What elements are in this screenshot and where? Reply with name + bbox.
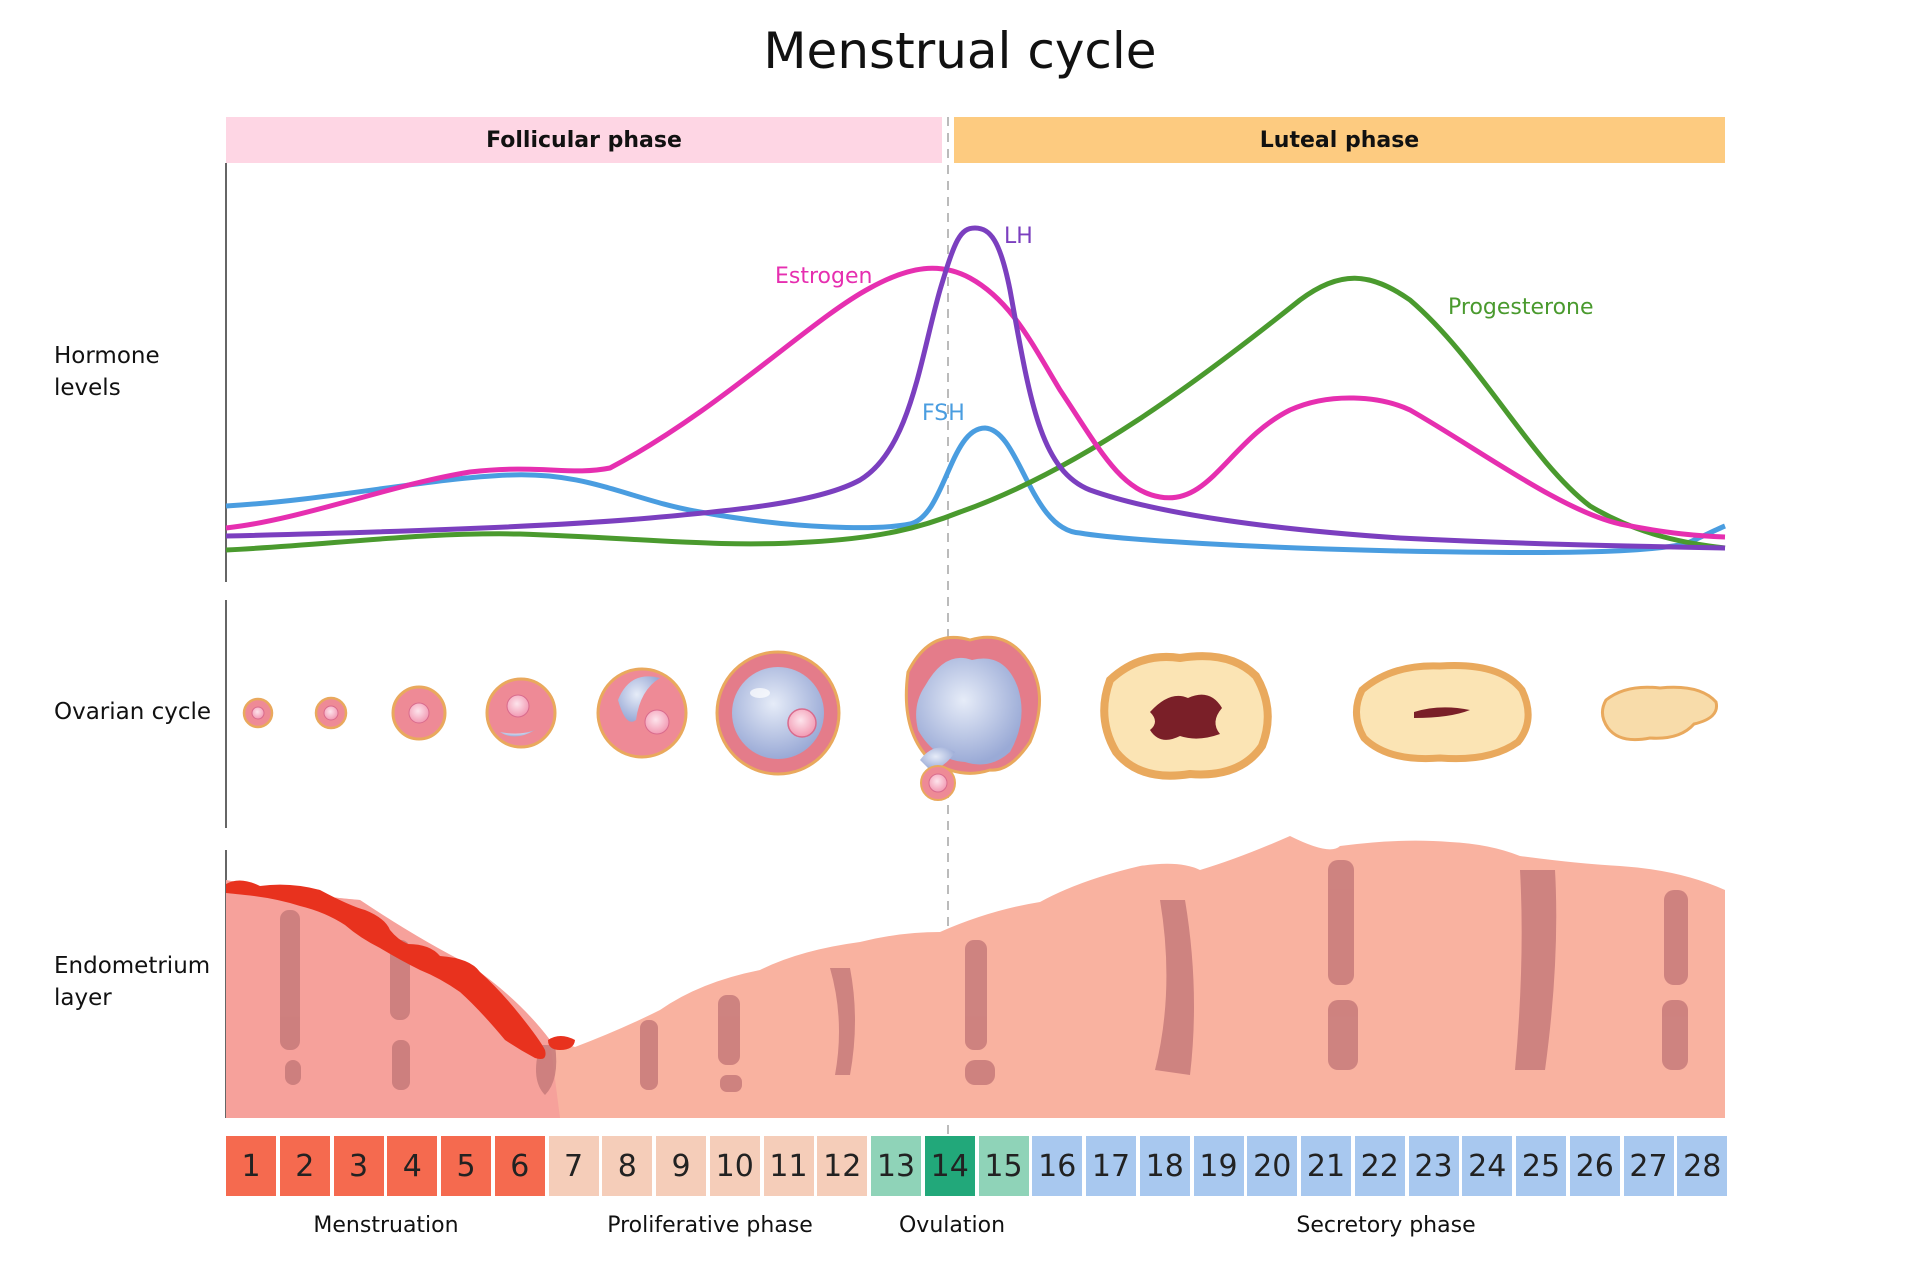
day-box-18: 18 [1139,1136,1190,1196]
luteal-phase-bar: Luteal phase [954,117,1725,163]
hormone-levels-label: Hormone levels [54,343,160,401]
estrogen-curve [225,265,1726,540]
day-box-22: 22 [1354,1136,1405,1196]
day-box-2: 2 [279,1136,330,1196]
progesterone-curve-label: Progesterone [1448,295,1594,320]
follicular-phase-label: Follicular phase [486,127,682,153]
day-box-13: 13 [871,1136,921,1196]
follicle-graafian [715,650,841,776]
day-box-5: 5 [441,1136,491,1196]
day-box-17: 17 [1086,1136,1136,1196]
endometrium-layer-label: Endometrium layer [54,953,211,1011]
day-box-20: 20 [1247,1136,1298,1196]
day-box-8: 8 [602,1136,653,1196]
day-box-26: 26 [1569,1136,1620,1196]
day-box-25: 25 [1516,1136,1566,1196]
luteal-phase-label: Luteal phase [1259,127,1420,153]
ovulation-rupture [904,635,1042,801]
corpus-albicans [1601,685,1719,742]
day-box-14: 14 [924,1136,975,1196]
follicle-secondary-small [391,685,447,741]
day-box-16: 16 [1032,1136,1083,1196]
menstruation-label: Menstruation [313,1213,459,1238]
day-box-6: 6 [494,1136,545,1196]
estrogen-curve-label: Estrogen [775,264,872,289]
ovulation-label: Ovulation [898,1213,1006,1238]
blood-droplet [548,1036,575,1050]
secretory-phase-label: Secretory phase [1296,1213,1476,1238]
follicle-antral [596,667,688,759]
day-box-15: 15 [978,1136,1029,1196]
follicle-secondary [485,677,557,749]
endometrial-glands [280,860,1688,1095]
day-box-21: 21 [1301,1136,1351,1196]
lh-curve [225,225,1726,551]
day-box-19: 19 [1193,1136,1244,1196]
day-box-7: 7 [548,1136,599,1196]
day-box-24: 24 [1462,1136,1513,1196]
day-box-27: 27 [1623,1136,1674,1196]
day-box-9: 9 [656,1136,706,1196]
corpus-luteum-mature [1353,662,1532,763]
day-box-12: 12 [817,1136,868,1196]
day-box-28: 28 [1677,1136,1728,1196]
follicular-phase-bar: Follicular phase [226,117,942,163]
menstrual-blood [226,880,546,1059]
day-box-11: 11 [763,1136,814,1196]
ovarian-cycle-label: Ovarian cycle [54,699,212,725]
progesterone-curve [225,275,1726,553]
fsh-curve-label: FSH [922,401,965,426]
corpus-luteum-early [1100,652,1272,780]
day-box-3: 3 [333,1136,384,1196]
follicle-primordial [242,697,274,729]
follicle-primary [314,696,348,730]
day-box-4: 4 [387,1136,438,1196]
diagram-title: Menstrual cycle [763,22,1157,80]
day-box-1: 1 [226,1136,276,1196]
fsh-curve [225,425,1726,556]
day-box-10: 10 [709,1136,760,1196]
proliferative-phase-label: Proliferative phase [607,1213,813,1238]
lh-curve-label: LH [1004,224,1033,249]
day-box-23: 23 [1408,1136,1459,1196]
